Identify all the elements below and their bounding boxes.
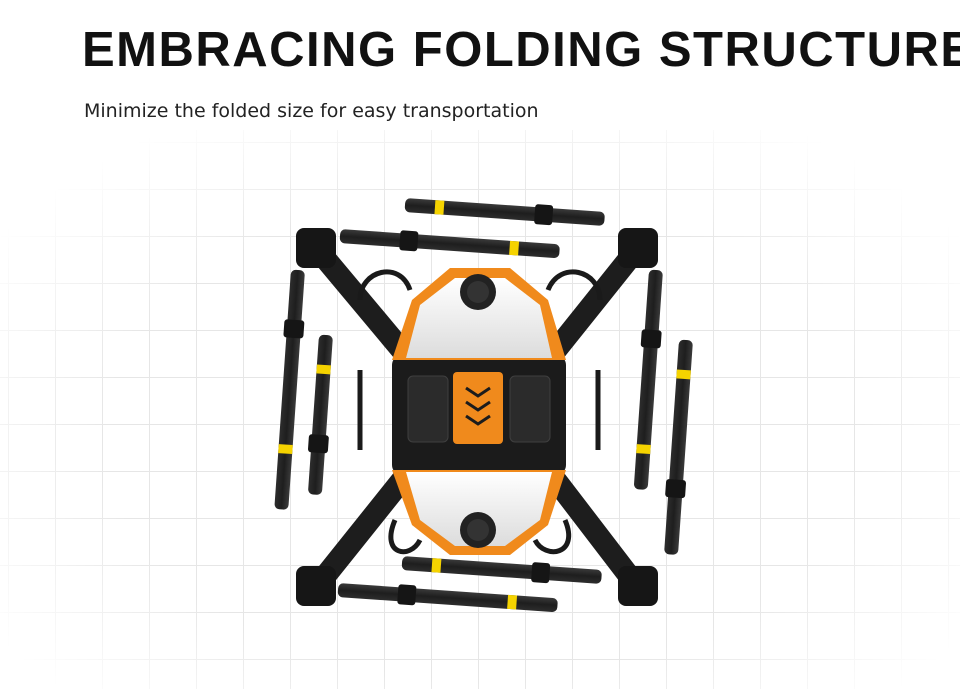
folded-arm-right	[634, 269, 693, 555]
folded-arm-top	[339, 198, 605, 258]
page-subtitle: Minimize the folded size for easy transp…	[84, 100, 539, 122]
folded-arm-bottom	[337, 556, 602, 612]
bottom-tank	[392, 470, 566, 555]
page-title: EMBRACING FOLDING STRUCTURE	[82, 23, 960, 77]
battery-bays	[407, 375, 551, 443]
hose-lines	[357, 269, 603, 555]
folded-arm-left	[274, 269, 333, 510]
hub-joints	[296, 228, 658, 606]
center-spine	[453, 372, 503, 444]
main-frame-arms	[307, 239, 647, 596]
top-tank	[392, 268, 566, 360]
